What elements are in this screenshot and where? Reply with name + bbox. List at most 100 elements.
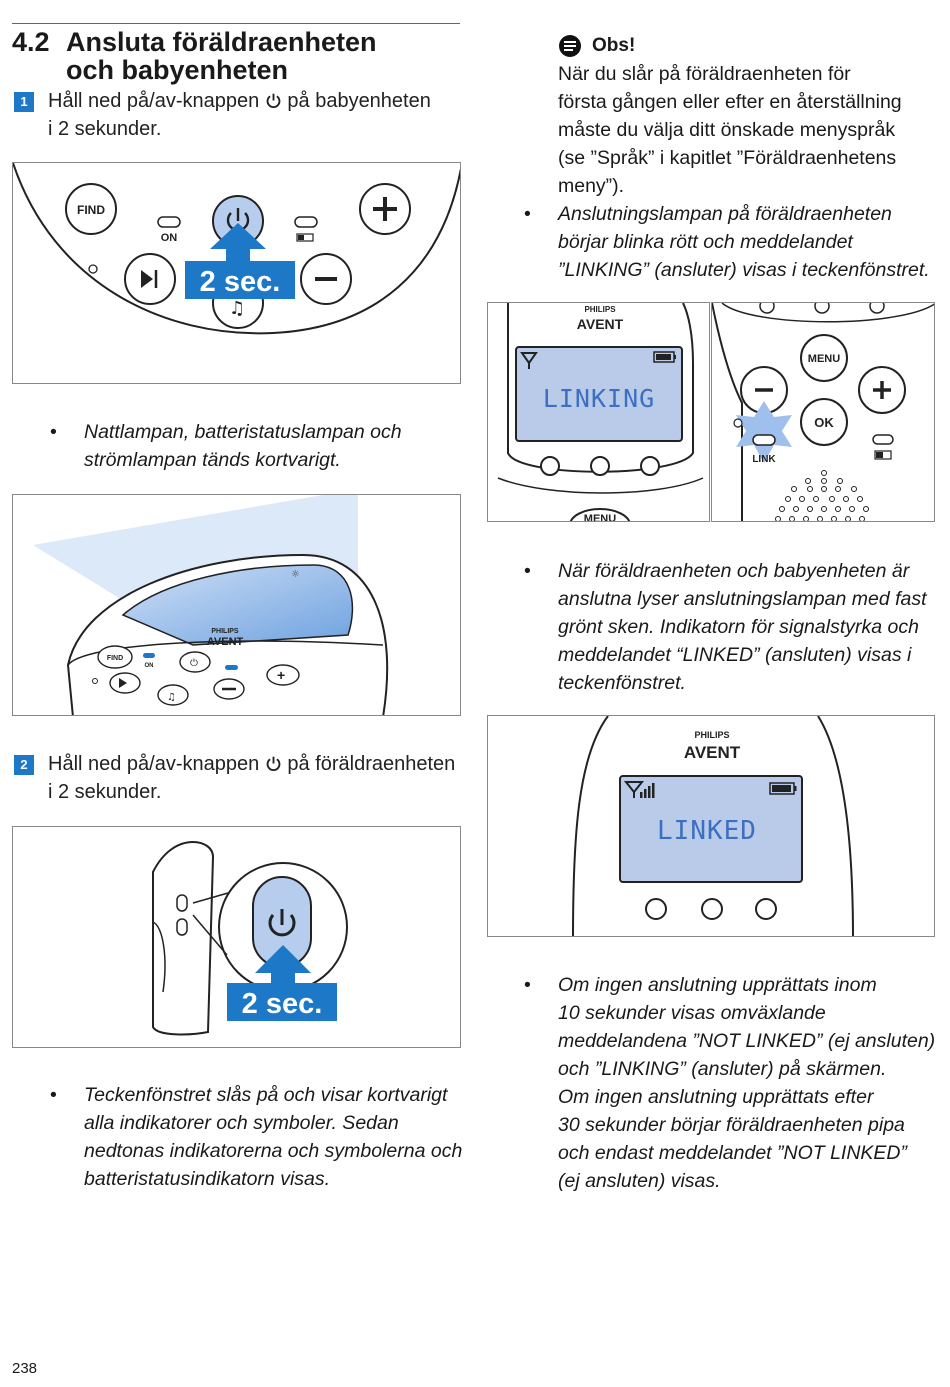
menu-button-bottom[interactable]	[569, 508, 631, 522]
soft-button-left[interactable]	[645, 898, 667, 920]
bullet-4-line2: 10 sekunder visas omväxlande	[558, 1002, 826, 1024]
soft-button-middle[interactable]	[590, 456, 610, 476]
on-label: ON	[145, 663, 154, 669]
parent-unit-panel-link: MENU OK LINK	[712, 303, 934, 521]
link-light	[752, 434, 776, 446]
step-2-text-before: Håll ned på/av-knappen	[48, 753, 260, 775]
note-header: Obs!	[558, 32, 938, 60]
note-text-line4: (se ”Språk” i kapitlet ”Föräldraenhetens	[558, 147, 897, 169]
play-pause-icon	[141, 270, 153, 288]
section-number: 4.2	[12, 27, 50, 57]
find-label: FIND	[107, 655, 123, 662]
bullet-4-line4: och ”LINKING” (ansluter) på skärmen.	[558, 1058, 887, 1080]
parent-unit-side-drawing: 2 sec.	[152, 840, 348, 1036]
top-rule	[12, 23, 460, 24]
brand-logo: AVENT	[207, 636, 244, 648]
parent-unit-front-linked: PHILIPS AVENT LINKED	[572, 716, 854, 936]
section-title-line1: Ansluta föräldraenheten	[66, 27, 377, 57]
speaker-grille	[775, 470, 869, 521]
power-icon	[268, 914, 296, 937]
note-block: Obs! När du slår på föräldraenheten för f…	[524, 32, 938, 284]
brand-top: PHILIPS	[694, 730, 729, 740]
battery-light	[294, 216, 318, 228]
brand-top: PHILIPS	[211, 628, 239, 635]
note-title: Obs!	[592, 35, 636, 56]
indicator-dot	[733, 418, 743, 428]
bullet-1-line1: Nattlampan, batteristatuslampan och	[84, 421, 402, 443]
battery-light	[225, 665, 238, 670]
battery-icon	[296, 233, 314, 242]
light-dome	[121, 564, 354, 646]
parent-unit-body	[152, 840, 215, 1036]
bullet-3-line3: grönt sken. Indikatorn för signalstyrka …	[558, 616, 919, 638]
note-text-line3: måste du välja ditt önskade menyspråk	[558, 119, 896, 141]
lcd-text: LINKED	[657, 816, 757, 846]
menu-button[interactable]	[800, 334, 848, 382]
on-label: ON	[161, 232, 178, 244]
duration-badge	[185, 261, 295, 299]
signal-strength-icon	[623, 781, 655, 798]
find-button[interactable]	[65, 183, 117, 235]
plus-button[interactable]	[266, 664, 300, 686]
play-pause-icon	[119, 678, 127, 688]
antenna-icon	[520, 352, 538, 369]
bullet-1: • Nattlampan, batteristatuslampan och st…	[50, 421, 402, 471]
note-text-line1: När du slår på föräldraenheten för	[558, 63, 851, 85]
power-light	[157, 216, 181, 228]
link-label: LINK	[752, 454, 776, 465]
find-button[interactable]	[97, 645, 133, 669]
side-button-lower[interactable]	[176, 918, 188, 936]
bullet-2-line4: batteristatusindikatorn visas.	[84, 1168, 331, 1190]
lcd-display	[515, 346, 683, 442]
brand-logo: AVENT	[684, 743, 741, 762]
note-text: När du slår på föräldraenheten för första…	[558, 60, 938, 200]
menu-label: MENU	[808, 353, 840, 365]
brand-logo: AVENT	[577, 316, 624, 332]
lcd-display	[619, 775, 803, 883]
bullet-2-line1: Teckenfönstret slås på och visar kortvar…	[84, 1084, 448, 1106]
plus-icon: +	[277, 667, 285, 683]
brand-top: PHILIPS	[584, 305, 616, 314]
soft-button-left[interactable]	[540, 456, 560, 476]
bullet-4-line8: (ej ansluten) visas.	[558, 1170, 721, 1192]
figure-link-button: MENU OK LINK	[711, 302, 935, 522]
note-text-line2: första gången eller efter en återställni…	[558, 91, 902, 113]
note-icon	[559, 35, 581, 57]
bullet-4-line3: meddelandena ”NOT LINKED” (ej ansluten)	[558, 1030, 936, 1052]
music-note-icon: ♫	[167, 692, 176, 703]
duration-badge	[227, 983, 337, 1021]
power-light	[143, 653, 155, 658]
battery-light	[872, 434, 894, 445]
sun-icon: ☼	[291, 569, 300, 580]
step-2-text-after: på föräldraenheten	[287, 753, 456, 775]
duration-label: 2 sec.	[200, 266, 281, 298]
step-2-text-line2: i 2 sekunder.	[48, 781, 162, 803]
bullet-3: • När föräldraenheten och babyenheten är…	[524, 557, 943, 697]
figure-baby-unit-lit: ☼ PHILIPS AVENT FIND ON ⏻ + ♫	[12, 494, 461, 716]
power-button[interactable]	[179, 651, 211, 673]
night-light-indicator	[88, 264, 98, 274]
music-note-icon: ♫	[229, 298, 245, 319]
bullet-dot: •	[524, 203, 531, 225]
step-1-text-line2: i 2 sekunder.	[48, 118, 162, 140]
ok-button[interactable]	[800, 398, 848, 446]
bullet-4-line5: Om ingen anslutning upprättats efter	[558, 1086, 874, 1108]
note-bullet-line3: ”LINKING” (ansluter) visas i teckenfönst…	[558, 259, 930, 281]
soft-button-right[interactable]	[640, 456, 660, 476]
lcd-text: LINKING	[543, 384, 655, 413]
side-button-upper[interactable]	[176, 894, 188, 912]
soft-button-middle[interactable]	[701, 898, 723, 920]
page-number: 238	[12, 1360, 38, 1377]
soft-button-right[interactable]	[755, 898, 777, 920]
bullet-3-line4: meddelandet “LINKED” (ansluten) visas i	[558, 644, 912, 666]
figure-linked-display: PHILIPS AVENT LINKED	[487, 715, 935, 937]
bullet-1-line2: strömlampan tänds kortvarigt.	[84, 449, 341, 471]
music-button[interactable]	[157, 684, 189, 706]
baby-unit-lit-drawing: ☼ PHILIPS AVENT FIND ON ⏻ + ♫	[33, 495, 389, 715]
menu-bottom-label: MENU	[584, 513, 616, 522]
bullet-2-line2: alla indikatorer och symboler. Sedan	[84, 1112, 399, 1134]
duration-label: 2 sec.	[242, 988, 323, 1020]
